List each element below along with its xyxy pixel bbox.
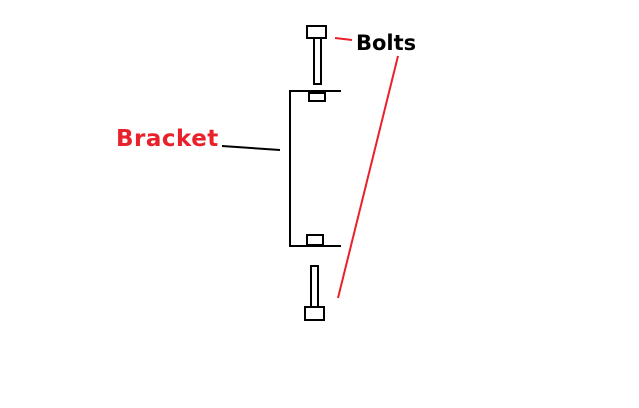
bottom-flange-nut: [306, 234, 324, 246]
bracket-label: Bracket: [116, 126, 219, 152]
top-bolt-shank: [313, 37, 322, 85]
bolts-leader-line-bottom: [337, 55, 399, 299]
bottom-bolt-head: [304, 306, 325, 321]
bracket: [289, 90, 341, 247]
bottom-bolt: [304, 265, 325, 321]
bracket-leader-line: [221, 145, 281, 151]
top-bolt-head: [306, 25, 327, 39]
top-bolt: [306, 25, 327, 85]
bolts-label: Bolts: [356, 31, 417, 55]
flange-nuts: [306, 92, 326, 246]
bolts-leader-line-top: [334, 37, 353, 41]
bottom-bolt-shank: [310, 265, 319, 308]
top-flange-nut: [308, 92, 326, 102]
